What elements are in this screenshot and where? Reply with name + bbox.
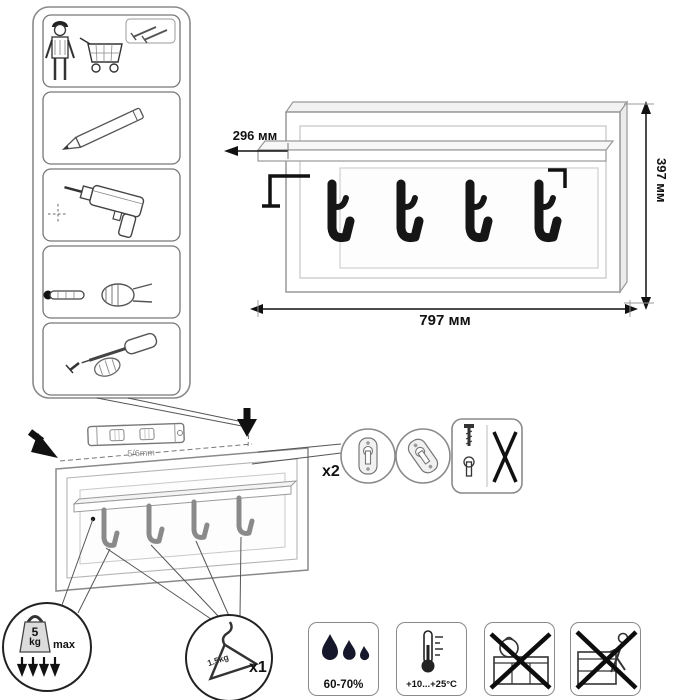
- no-climbing-box: [570, 622, 641, 696]
- max-weight-value: 5: [31, 625, 39, 639]
- coat-hooks: [327, 179, 562, 243]
- dimension-height-arrow: [624, 101, 654, 310]
- screwdriver-icon: [42, 322, 181, 396]
- depth-dimension-label: 296 мм: [232, 128, 278, 143]
- shelf: [256, 140, 615, 162]
- mount-point-arrow-left: [27, 429, 58, 458]
- keyhole-fitting-front-icon: [340, 428, 396, 484]
- drill-icon: [42, 168, 181, 242]
- width-dimension-label: 797 мм: [419, 312, 471, 329]
- tools-panel: [32, 6, 249, 427]
- humidity-box: 60-70%: [308, 622, 379, 696]
- spirit-level-icon: [87, 422, 185, 447]
- no-climbing-icon: [572, 623, 640, 695]
- humidity-drops-icon: [316, 623, 372, 679]
- fitting-count-label: x2: [322, 463, 340, 480]
- dowel-icon: [42, 245, 181, 319]
- left-bracket: [262, 174, 310, 208]
- hanger-load-badge: [185, 614, 273, 700]
- keyhole-fitting-tilted-icon: [395, 428, 451, 484]
- max-label: max: [53, 639, 76, 651]
- per-hook-count-label: x1: [249, 659, 267, 676]
- installation-view: [27, 408, 523, 620]
- no-heavy-objects-box: [484, 622, 555, 696]
- max-weight-badge: [2, 602, 92, 692]
- pencil-icon: [42, 91, 181, 165]
- unit-front-view: [55, 447, 309, 592]
- no-heavy-objects-icon: [486, 623, 554, 695]
- humidity-label: 60-70%: [323, 679, 364, 691]
- temperature-label: +10...+25°C: [406, 679, 457, 690]
- person-cart-icon: [42, 14, 181, 88]
- temperature-box: +10...+25°C: [396, 622, 467, 696]
- max-weight-unit: kg: [29, 637, 41, 648]
- mount-point-arrow-center: [237, 408, 257, 437]
- screw-mounting-warning-icon: [451, 418, 523, 494]
- height-dimension-label: 397 мм: [654, 158, 669, 203]
- dimension-width-arrow: [250, 300, 638, 317]
- thermometer-icon: [404, 623, 460, 679]
- dimension-depth-arrow: [224, 143, 289, 159]
- right-bracket: [548, 168, 567, 188]
- product-drawing: [224, 100, 654, 317]
